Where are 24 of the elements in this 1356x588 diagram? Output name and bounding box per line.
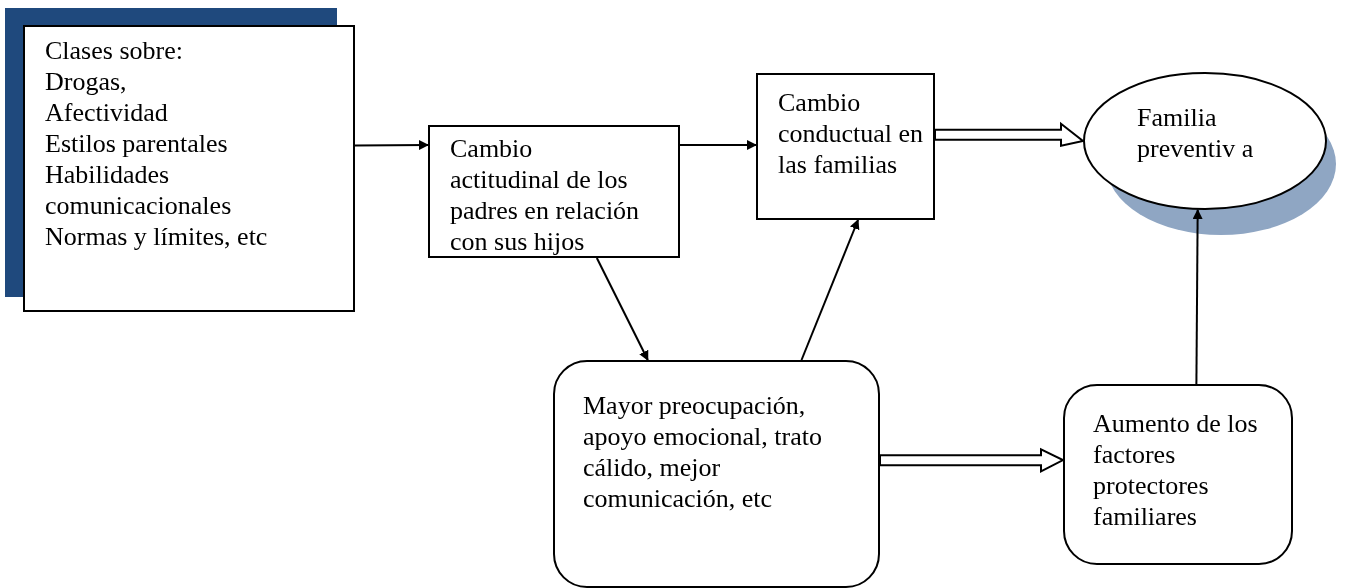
process-box [428, 125, 680, 258]
process-box [756, 73, 935, 220]
node-text: Habilidades comunicacionales [45, 159, 233, 221]
arrow [679, 140, 757, 150]
node-text: Cambio conductual en las familias [778, 87, 925, 180]
node-text: Drogas, [45, 66, 128, 97]
node-text: Clases sobre: [45, 35, 184, 66]
node-text: Afectividad [45, 97, 169, 128]
goal-ellipse [1083, 72, 1327, 210]
node-text: Cambio actitudinal de los padres en relación con sus hijos [450, 133, 641, 257]
process-box [553, 360, 880, 588]
node-text: Normas y límites, etc [45, 221, 269, 252]
process-box [23, 25, 355, 312]
arrow [1192, 209, 1203, 385]
node-text: Familia preventiv a [1137, 102, 1255, 164]
node-text: Mayor preocupación, apoyo emocional, trato cálido, mejor comunicación, etc [583, 390, 823, 514]
process-box [1063, 384, 1293, 565]
block-arrow [934, 121, 1086, 147]
block-arrow [879, 447, 1066, 473]
node-text: Aumento de los factores protectores familiares [1093, 408, 1259, 532]
arrow [595, 257, 649, 361]
node-text: Estilos parentales [45, 128, 229, 159]
arrow [800, 219, 860, 361]
arrow [354, 140, 429, 150]
